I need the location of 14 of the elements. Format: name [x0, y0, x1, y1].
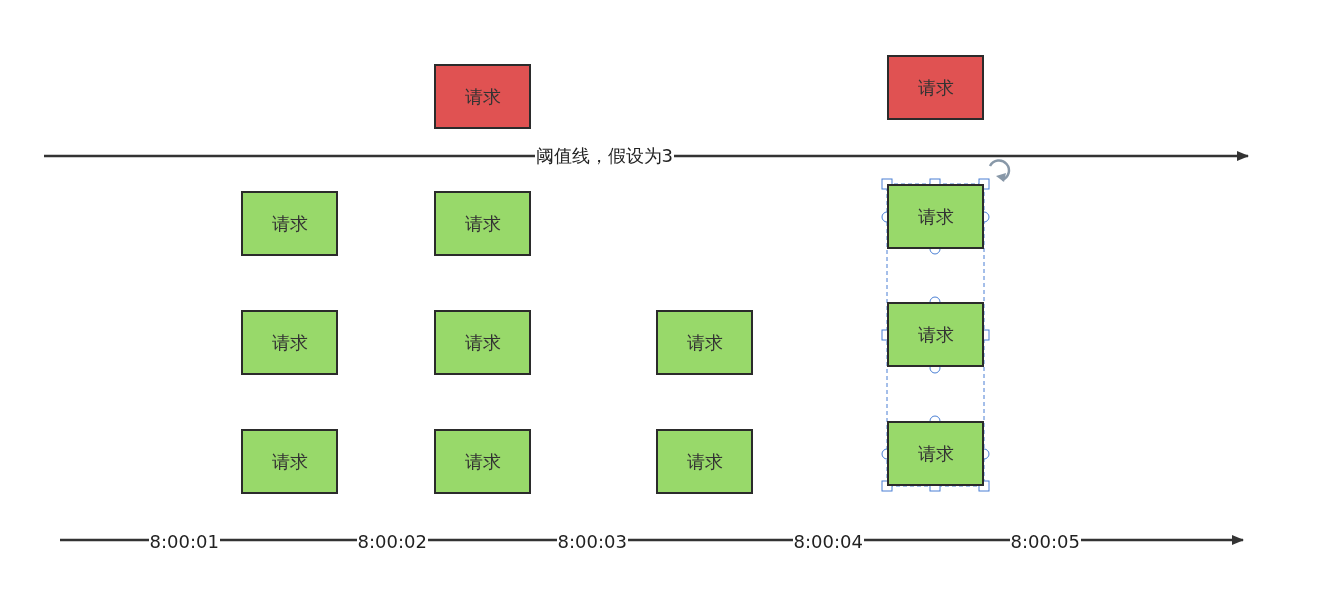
request-box: 请求	[887, 421, 984, 486]
rejected-request-box: 请求	[434, 64, 531, 129]
request-box: 请求	[434, 310, 531, 375]
request-box: 请求	[241, 310, 338, 375]
request-box: 请求	[434, 429, 531, 494]
threshold-label: 阈值线，假设为3	[534, 146, 674, 166]
request-box: 请求	[887, 184, 984, 249]
request-box: 请求	[241, 429, 338, 494]
request-box: 请求	[887, 302, 984, 367]
request-box: 请求	[241, 191, 338, 256]
rejected-request-box: 请求	[887, 55, 984, 120]
request-box: 请求	[656, 310, 753, 375]
request-box: 请求	[656, 429, 753, 494]
request-box: 请求	[434, 191, 531, 256]
